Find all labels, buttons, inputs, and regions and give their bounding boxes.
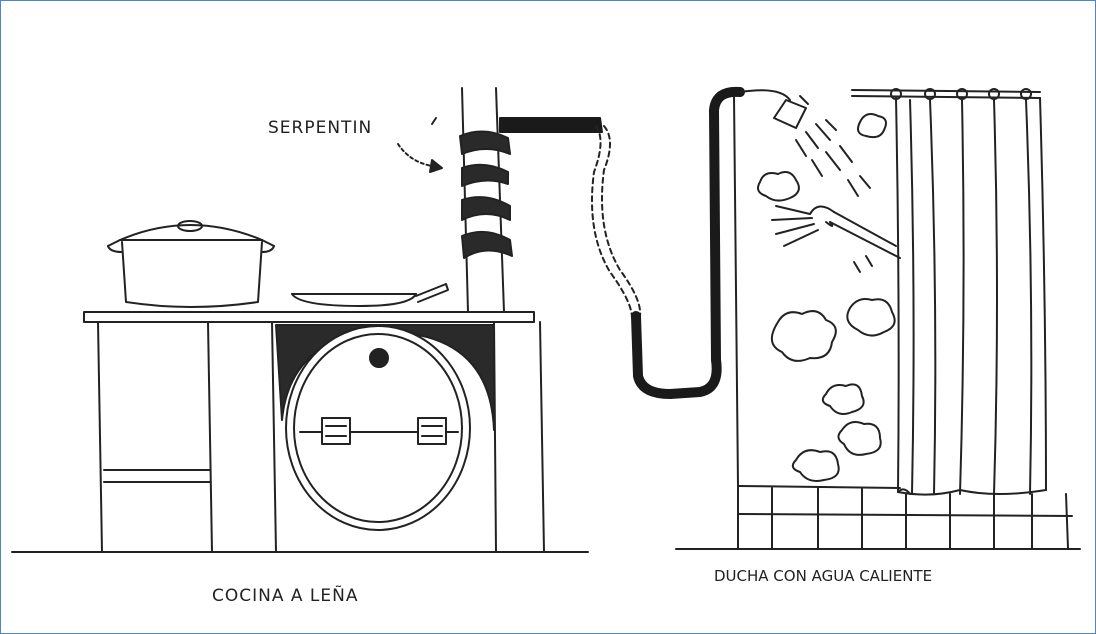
oven-door: [285, 325, 471, 531]
serpentin-label: SERPENTIN: [268, 118, 373, 138]
serpentin-callout: [397, 117, 443, 173]
shower-head: [739, 89, 873, 273]
shower-curtain: [851, 88, 1047, 496]
frying-pan: [291, 283, 449, 307]
shower-tiles: [737, 485, 1073, 549]
ground-lines: [11, 548, 1081, 553]
hot-water-pipe: [499, 86, 745, 399]
wood-stove: [83, 311, 545, 553]
cooking-pot: [107, 220, 275, 308]
serpentin-coil: [459, 130, 513, 259]
bather-arm: [771, 205, 901, 259]
oven-knob: [369, 348, 389, 368]
cocina-label: COCINA A LEÑA: [212, 586, 359, 606]
shower-wall: [733, 95, 901, 489]
soap-bubbles: [757, 113, 896, 482]
ducha-label: DUCHA CON AGUA CALIENTE: [714, 567, 933, 585]
